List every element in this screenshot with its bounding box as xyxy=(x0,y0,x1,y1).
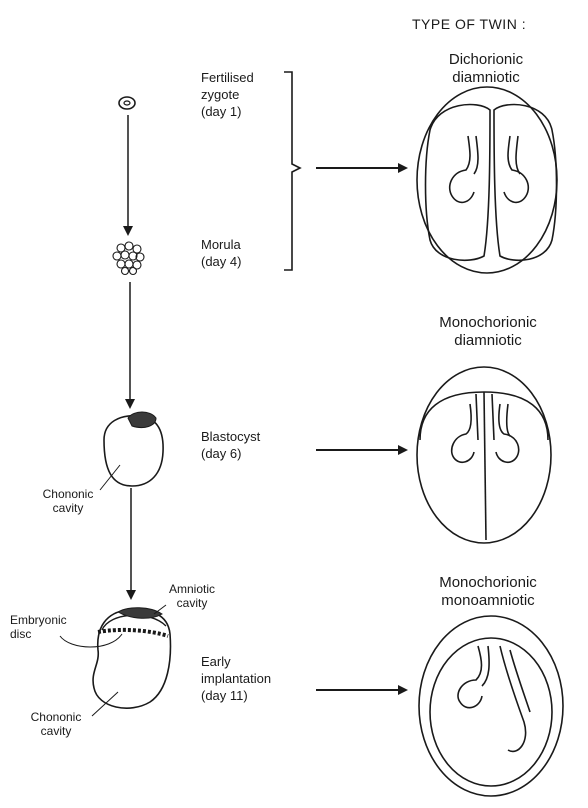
chorionic-cavity-label-2: Chononic cavity xyxy=(18,710,94,738)
stage-implantation-day: (day 11) xyxy=(201,688,248,704)
twin-type-2-label-line1: Monochorionic xyxy=(408,314,568,332)
zygote-icon xyxy=(119,97,135,109)
stage-morula-name: Morula xyxy=(201,237,241,253)
monochorionic-diamniotic-icon xyxy=(417,367,551,543)
monochorionic-monoamniotic-icon xyxy=(419,616,563,796)
twin-type-2-label-line2: diamniotic xyxy=(408,332,568,350)
morula-icon xyxy=(113,242,144,275)
twin-type-3-label-line2: monoamniotic xyxy=(408,592,568,610)
stage-zygote-day: (day 1) xyxy=(201,104,241,120)
implantation-embryo-icon xyxy=(60,605,170,716)
twin-type-1-label-line1: Dichorionic xyxy=(416,51,556,69)
chorionic-cavity-label-1: Chononic cavity xyxy=(30,487,106,515)
stage-morula-day: (day 4) xyxy=(201,254,241,270)
blastocyst-icon xyxy=(100,412,163,490)
stage-group-brace xyxy=(284,72,300,270)
amniotic-cavity-label: Amniotic cavity xyxy=(152,582,232,610)
stage-blastocyst-name: Blastocyst xyxy=(201,429,260,445)
stage-implantation-name: Early xyxy=(201,654,231,670)
stage-zygote-name: Fertilised xyxy=(201,70,254,86)
embryonic-disc-label: Embryonic disc xyxy=(10,613,67,641)
type-of-twin-heading: TYPE OF TWIN : xyxy=(412,16,526,32)
twin-type-3-label-line1: Monochorionic xyxy=(408,574,568,592)
stage-implantation-line2: implantation xyxy=(201,671,271,687)
twin-type-1-label-line2: diamniotic xyxy=(416,69,556,87)
stage-zygote-line2: zygote xyxy=(201,87,239,103)
stage-blastocyst-day: (day 6) xyxy=(201,446,241,462)
dichorionic-diamniotic-icon xyxy=(417,87,557,273)
